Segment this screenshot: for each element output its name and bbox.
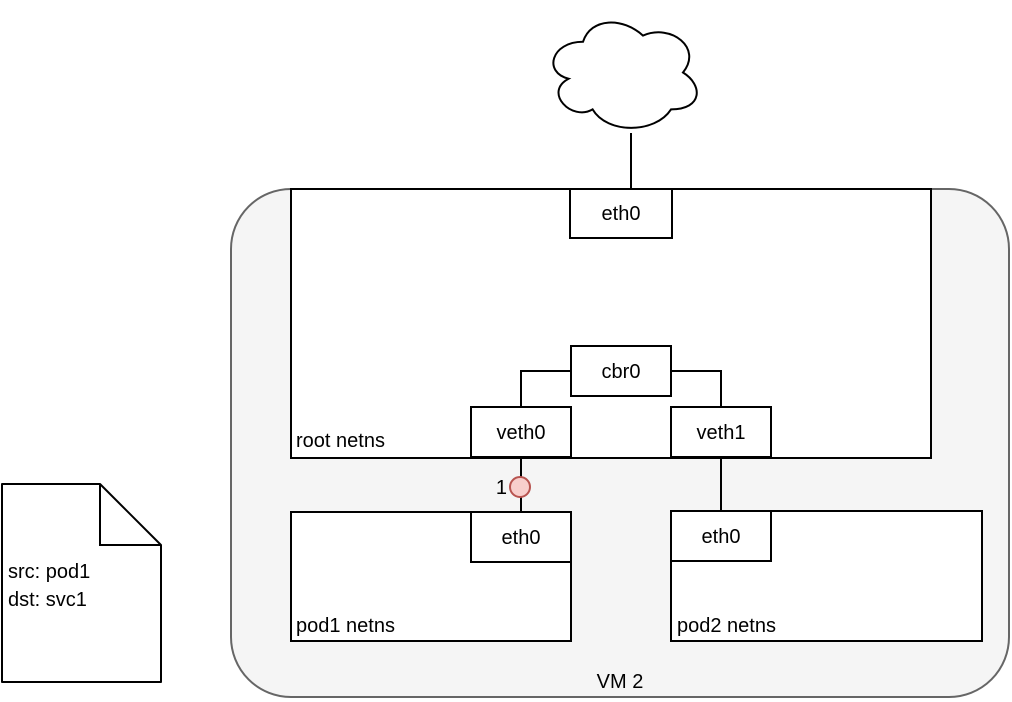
cbr0-box xyxy=(570,345,672,397)
pod1-netns-label: pod1 netns xyxy=(296,615,395,637)
pod2-netns-label: pod2 netns xyxy=(677,615,776,637)
veth1-label: veth1 xyxy=(697,422,746,444)
cbr0-label: cbr0 xyxy=(602,361,641,383)
note-src-line: src: pod1 xyxy=(8,561,90,583)
step-1-marker-icon xyxy=(509,476,531,498)
internet-cloud-icon xyxy=(552,21,698,129)
vm2-label: VM 2 xyxy=(597,671,644,693)
note-fold-icon xyxy=(99,484,161,546)
pod1-eth0-label: eth0 xyxy=(502,527,541,549)
cbr0-veth1-link xyxy=(671,370,722,407)
veth0-box xyxy=(470,406,572,458)
pod2-eth0-label: eth0 xyxy=(702,526,741,548)
root-eth0-box xyxy=(569,188,673,239)
root-eth0-label: eth0 xyxy=(602,203,641,225)
cbr0-veth0-link xyxy=(520,370,571,407)
pod2-eth0-box xyxy=(670,510,772,562)
veth0-label: veth0 xyxy=(497,422,546,444)
note-dst-line: dst: svc1 xyxy=(8,589,87,611)
root-netns-label: root netns xyxy=(296,430,385,452)
step-1-label: 1 xyxy=(496,477,507,499)
packet-note-icon xyxy=(1,483,162,683)
pod1-eth0-box xyxy=(470,511,572,563)
veth1-box xyxy=(670,406,772,458)
